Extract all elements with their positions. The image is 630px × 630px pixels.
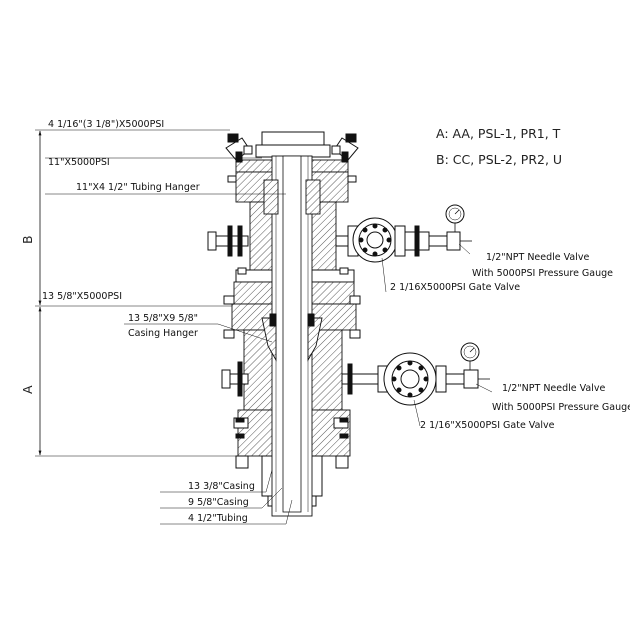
upper-needle-valve-label: 1/2"NPT Needle Valve bbox=[486, 252, 589, 263]
lower-left-outlet bbox=[221, 361, 249, 397]
legend-a: A: AA, PSL-1, PR1, T bbox=[436, 126, 561, 141]
dimension-a-label: A bbox=[20, 385, 35, 394]
upper-gate-valve-label: 2 1/16X5000PSI Gate Valve bbox=[390, 282, 520, 293]
casing-hanger-label: Casing Hanger bbox=[128, 328, 198, 339]
casing-hanger-size-label: 13 5/8"X9 5/8" bbox=[128, 313, 198, 324]
lower-gate-valve bbox=[341, 352, 479, 406]
upper-pressure-gauge bbox=[445, 204, 472, 242]
central-bore bbox=[261, 155, 323, 517]
leader-lines bbox=[45, 157, 493, 525]
lower-needle-valve-label: 1/2"NPT Needle Valve bbox=[502, 383, 605, 394]
lower-gate-valve-label: 2 1/16"X5000PSI Gate Valve bbox=[420, 420, 555, 431]
dimension-lines bbox=[35, 129, 240, 457]
tubing-hanger-label: 11"X4 1/2" Tubing Hanger bbox=[76, 182, 200, 193]
top-flange-label: 4 1/16"(3 1/8")X5000PSI bbox=[48, 119, 164, 130]
dimension-b-label: B bbox=[20, 235, 35, 244]
lower-flange-studs bbox=[235, 417, 349, 439]
legend-b: B: CC, PSL-2, PR2, U bbox=[436, 152, 562, 167]
top-right-valve bbox=[331, 133, 359, 163]
annotation-labels: 4 1/16"(3 1/8")X5000PSI 11"X5000PSI 11"X… bbox=[20, 119, 630, 524]
casing-13-label: 13 3/8"Casing bbox=[188, 481, 255, 492]
upper-gate-valve bbox=[335, 217, 461, 263]
casing-head-flange-label: 13 5/8"X5000PSI bbox=[42, 291, 122, 302]
casing-9-label: 9 5/8"Casing bbox=[188, 497, 249, 508]
tubing-head-flange-label: 11"X5000PSI bbox=[48, 157, 110, 168]
lower-pressure-gauge bbox=[460, 342, 490, 380]
top-left-valve bbox=[225, 133, 253, 163]
upper-gauge-label: With 5000PSI Pressure Gauge bbox=[472, 268, 613, 279]
upper-left-outlet bbox=[207, 225, 249, 257]
tubing-label: 4 1/2"Tubing bbox=[188, 513, 248, 524]
lower-gauge-label: With 5000PSI Pressure Gauge bbox=[492, 402, 630, 413]
